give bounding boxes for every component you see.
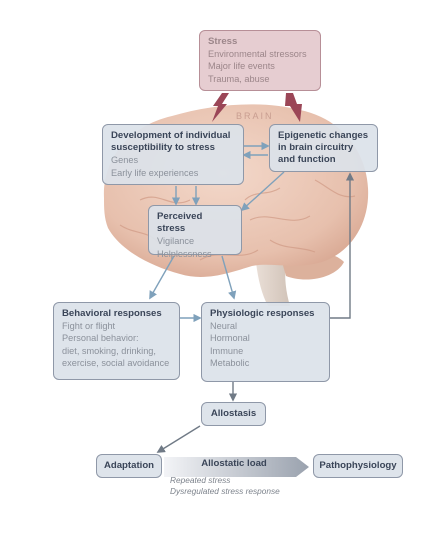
- physiologic-item: Hormonal: [210, 333, 250, 344]
- perceived-item: Vigilance: [157, 236, 195, 247]
- physiologic-item: Neural: [210, 321, 238, 332]
- physiologic-responses-box: Physiologic responses Neural Hormonal Im…: [201, 302, 330, 382]
- arrow-epigenetic-to-perceived: [240, 171, 285, 212]
- physiologic-item: Metabolic: [210, 357, 250, 368]
- caption-line: Dysregulated stress response: [170, 486, 280, 496]
- pathophysiology-title: Pathophysiology: [319, 460, 397, 471]
- susceptibility-title: Development of individual: [111, 130, 231, 141]
- behavioral-item: diet, smoking, drinking,: [62, 345, 156, 356]
- susceptibility-title: susceptibility to stress: [111, 142, 215, 154]
- allostatic-load-caption: Repeated stress Dysregulated stress resp…: [170, 475, 280, 497]
- stress-item: Major life events: [208, 61, 275, 72]
- susceptibility-box: Development of individual susceptibility…: [102, 124, 244, 185]
- arrow-perceived-to-physiologic: [221, 255, 237, 300]
- caption-line: Repeated stress: [170, 475, 231, 485]
- perceived-stress-box: Perceived stress Vigilance Helplessness: [148, 205, 242, 259]
- epigenetic-box: Epigenetic changes in brain circuitry an…: [269, 124, 378, 172]
- behavioral-item: Fight or flight: [62, 321, 116, 332]
- arrow-physiologic-to-epigenetic: [330, 172, 355, 319]
- physiologic-title: Physiologic responses: [210, 308, 315, 319]
- pathophysiology-box: Pathophysiology: [313, 454, 403, 478]
- behavioral-item: Personal behavior:: [62, 333, 139, 344]
- adaptation-title: Adaptation: [103, 460, 155, 471]
- stress-title: Stress: [208, 36, 238, 47]
- allostasis-box: Allostasis: [201, 402, 266, 426]
- brain-label: BRAIN: [236, 111, 274, 121]
- susceptibility-item: Early life experiences: [111, 167, 199, 178]
- allostasis-title: Allostasis: [210, 408, 257, 419]
- stress-item: Trauma, abuse: [208, 73, 270, 84]
- allostatic-load-label: Allostatic load: [201, 458, 267, 469]
- allostatic-load-arrow: [164, 457, 309, 477]
- physiologic-item: Immune: [210, 345, 244, 356]
- epigenetic-title: in brain circuitry: [278, 142, 354, 154]
- behavioral-responses-box: Behavioral responses Fight or flight Per…: [53, 302, 180, 380]
- adaptation-box: Adaptation: [96, 454, 162, 478]
- epigenetic-title: Epigenetic changes: [278, 130, 369, 141]
- behavioral-item: exercise, social avoidance: [62, 357, 170, 368]
- arrow-allostasis-to-adaptation: [156, 425, 201, 453]
- perceived-item: Helplessness: [157, 248, 212, 259]
- behavioral-title: Behavioral responses: [62, 308, 162, 319]
- arrow-perceived-to-behavioral: [149, 255, 175, 300]
- stress-box: Stress Environmental stressors Major lif…: [199, 30, 321, 91]
- susceptibility-item: Genes: [111, 155, 139, 166]
- perceived-title: Perceived stress: [157, 211, 203, 235]
- epigenetic-title: and function: [278, 154, 336, 166]
- stress-item: Environmental stressors: [208, 49, 307, 60]
